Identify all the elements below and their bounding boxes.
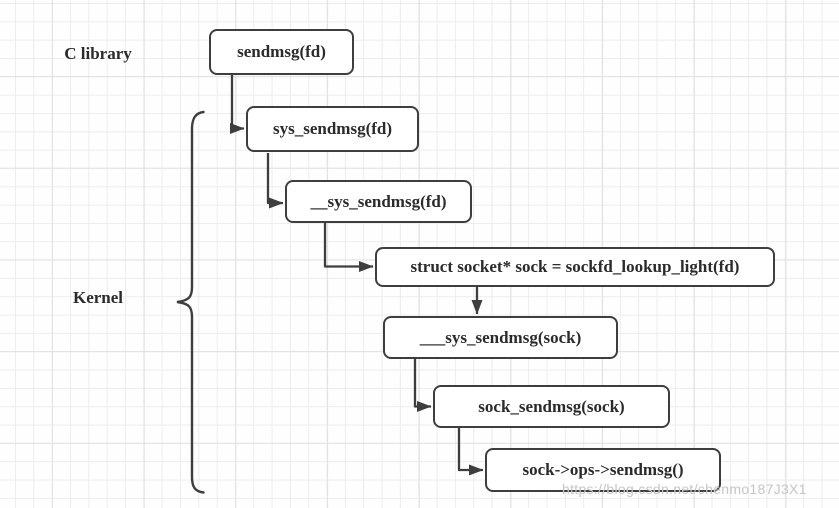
node-label: struct socket* sock = sockfd_lookup_ligh… [410,257,740,276]
connector-sock-sendmsg-to-sock-ops-sendmsg [457,428,484,476]
watermark: https://blog.csdn.net/chenmo187J3X1 [562,481,807,497]
node-sock-ops-sendmsg: sock->ops->sendmsg() [485,448,721,492]
connector-sendmsg-to-sys-sendmsg [230,75,245,134]
node-label: ___sys_sendmsg(sock) [419,327,582,347]
node-label: __sys_sendmsg(fd) [310,191,447,211]
connector-sys-sendmsg-to-__sys-sendmsg [266,153,284,209]
node-___sys-sendmsg: ___sys_sendmsg(sock) [383,316,618,359]
node-label: sock->ops->sendmsg() [522,460,684,479]
label-kernel: Kernel [72,288,124,307]
node-__sys-sendmsg: __sys_sendmsg(fd) [285,180,472,223]
node-label: sock_sendmsg(sock) [478,396,625,416]
node-sockfd-lookup: struct socket* sock = sockfd_lookup_ligh… [375,247,775,287]
connector-__sys-sendmsg-to-sockfd-lookup [323,222,374,272]
kernel-brace [176,110,205,494]
node-sys-sendmsg: sys_sendmsg(fd) [246,106,419,152]
label-c-library: C library [64,44,132,63]
node-sock-sendmsg: sock_sendmsg(sock) [433,385,670,428]
node-sendmsg: sendmsg(fd) [209,29,354,75]
connector-___sys-sendmsg-to-sock-sendmsg [413,359,432,412]
node-label: sys_sendmsg(fd) [272,119,393,138]
node-label: sendmsg(fd) [237,42,326,61]
